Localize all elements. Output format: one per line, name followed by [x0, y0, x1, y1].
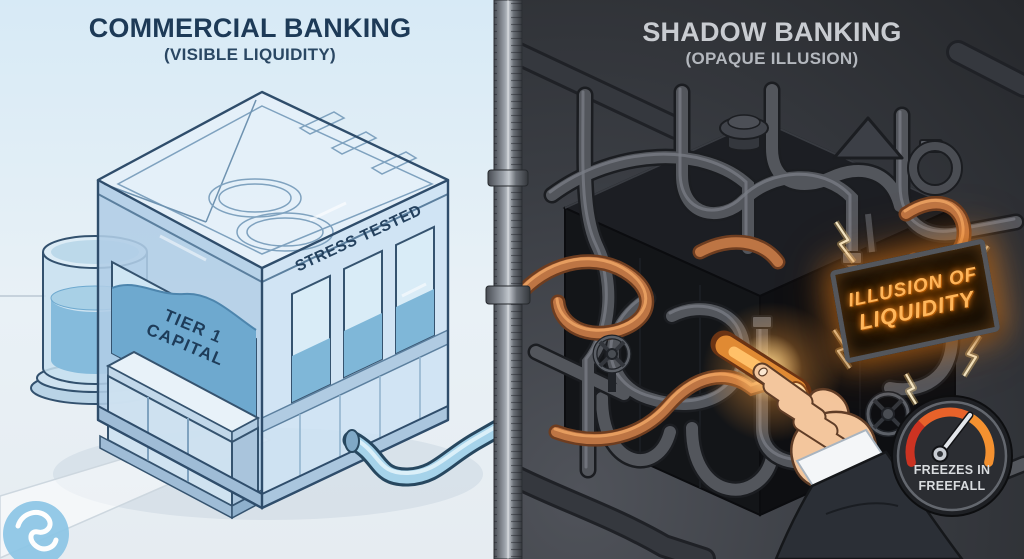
gauge-line1: FREEZES IN [913, 463, 991, 477]
gauge-needle [931, 411, 974, 463]
liquidity-pipe [342, 414, 516, 487]
lightning-icon [963, 335, 981, 377]
bank-building [96, 90, 450, 520]
pipe-maze [513, 89, 1024, 490]
divider-ruler [485, 0, 531, 559]
stress-tested-windows [291, 225, 435, 404]
lightning-icon [835, 221, 855, 263]
sign-post [863, 213, 877, 253]
gauge-badge [891, 395, 1013, 517]
brand-watermark-icon [3, 501, 69, 559]
hand [752, 362, 964, 559]
gauge-line2: FREEFALL [918, 478, 986, 493]
valve-wheel-icon [592, 334, 632, 392]
lightning-icon [905, 373, 917, 405]
tier1-capital-window [111, 260, 257, 432]
lightning-icon [833, 329, 851, 369]
fingernail [758, 367, 768, 377]
gauge-label: FREEZES IN FREEFALL [898, 463, 1006, 494]
